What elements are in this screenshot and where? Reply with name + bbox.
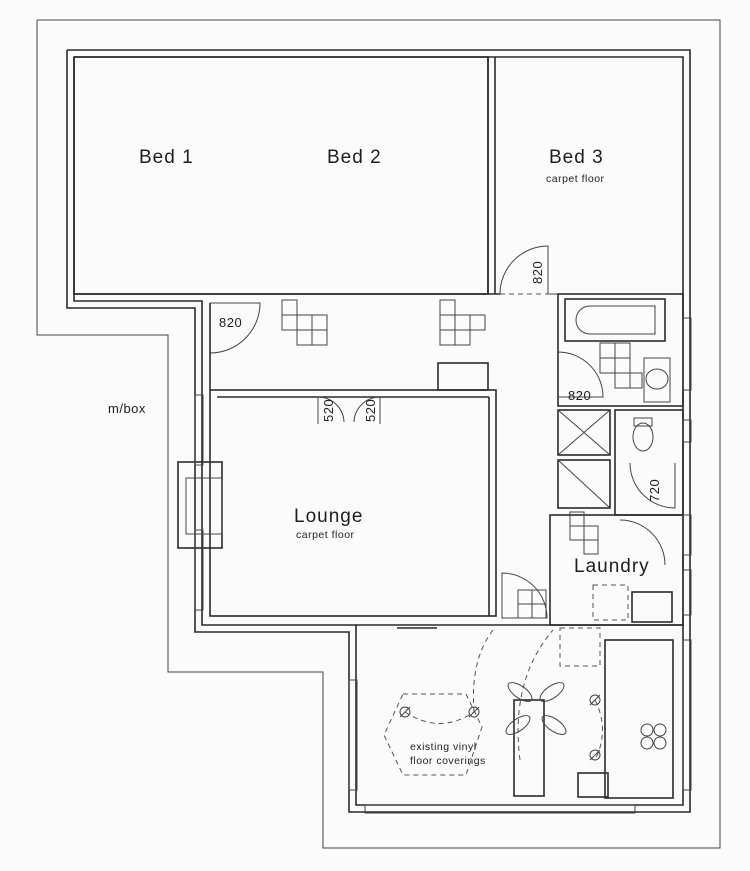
hob-burner-1 bbox=[640, 723, 654, 737]
door-dim-bed3: 820 bbox=[530, 261, 545, 284]
cupboard bbox=[437, 362, 489, 391]
dining-light-outline bbox=[383, 693, 483, 776]
light-wiring-4 bbox=[594, 699, 603, 761]
bed-1-2-room bbox=[73, 56, 489, 295]
fireplace-hearth bbox=[185, 477, 223, 535]
lounge-room bbox=[209, 389, 497, 617]
bath-tub-basin bbox=[575, 305, 656, 335]
room-label-laundry: Laundry bbox=[574, 556, 650, 577]
door-dim-lounge-right: 520 bbox=[363, 399, 378, 422]
laundry-door-swing bbox=[619, 519, 666, 566]
door-dim-bath: 820 bbox=[568, 388, 591, 403]
hob-burner-3 bbox=[640, 736, 654, 750]
light-points bbox=[399, 694, 601, 761]
room-label-lounge: Lounge bbox=[294, 506, 363, 527]
kitchen-appliance bbox=[559, 627, 601, 667]
lounge-door-right-swing bbox=[353, 396, 381, 424]
room-label-bed-3: Bed 3 bbox=[549, 147, 604, 168]
kitchen-island bbox=[513, 699, 545, 797]
bath-tiles bbox=[599, 342, 643, 389]
laundry-tiles bbox=[569, 511, 599, 555]
room-note-lounge: carpet floor bbox=[296, 529, 355, 541]
light-wiring-1 bbox=[404, 711, 475, 724]
door-dim-wc: 720 bbox=[647, 479, 662, 502]
kitchen-door-swing bbox=[501, 572, 548, 619]
light-wiring-3 bbox=[517, 629, 554, 761]
shower-cross-2 bbox=[557, 409, 611, 456]
external-wall-inner bbox=[73, 56, 684, 806]
storage-cross-1 bbox=[557, 459, 611, 509]
room-note-bed-3: carpet floor bbox=[546, 173, 605, 185]
hob-burner-4 bbox=[653, 736, 667, 750]
wc-door-swing bbox=[629, 462, 676, 509]
hall-tiles-right bbox=[439, 299, 486, 346]
toilet-cistern bbox=[633, 417, 653, 427]
room-label-bed-1: Bed 1 bbox=[139, 147, 194, 168]
kitchen-note-line-2: floor coverings bbox=[410, 755, 486, 767]
fireplace bbox=[177, 461, 223, 549]
windows bbox=[194, 317, 692, 814]
bath-tub bbox=[564, 298, 666, 342]
hall-tiles-left bbox=[281, 299, 328, 346]
ceiling-fan bbox=[505, 682, 567, 735]
kitchen-bench bbox=[604, 639, 674, 799]
bed3-door-swing bbox=[499, 245, 549, 295]
toilet-bowl bbox=[632, 422, 654, 452]
room-label-bed-2: Bed 2 bbox=[327, 147, 382, 168]
site-boundary bbox=[36, 19, 721, 849]
door-dim-lounge-left: 520 bbox=[321, 399, 336, 422]
lounge-door-left-swing bbox=[317, 396, 345, 424]
kitchen-note-line-1: existing vinyl bbox=[410, 741, 477, 753]
meter-box-label: m/box bbox=[108, 401, 146, 416]
hob-burner-2 bbox=[653, 723, 667, 737]
shower bbox=[557, 409, 611, 456]
laundry-appliance bbox=[592, 584, 629, 621]
door-dim-hall: 820 bbox=[219, 315, 242, 330]
bath-vanity bbox=[643, 357, 671, 403]
kitchen-entry-tiles bbox=[517, 589, 547, 619]
hall-door-swing bbox=[209, 302, 261, 354]
external-wall-outer bbox=[66, 49, 691, 813]
storage bbox=[557, 459, 611, 509]
bath-door-swing bbox=[557, 351, 604, 398]
laundry-tub bbox=[631, 591, 673, 623]
light-wiring-2 bbox=[472, 629, 494, 713]
kitchen-sink bbox=[577, 772, 609, 798]
bath-sink bbox=[645, 368, 669, 390]
